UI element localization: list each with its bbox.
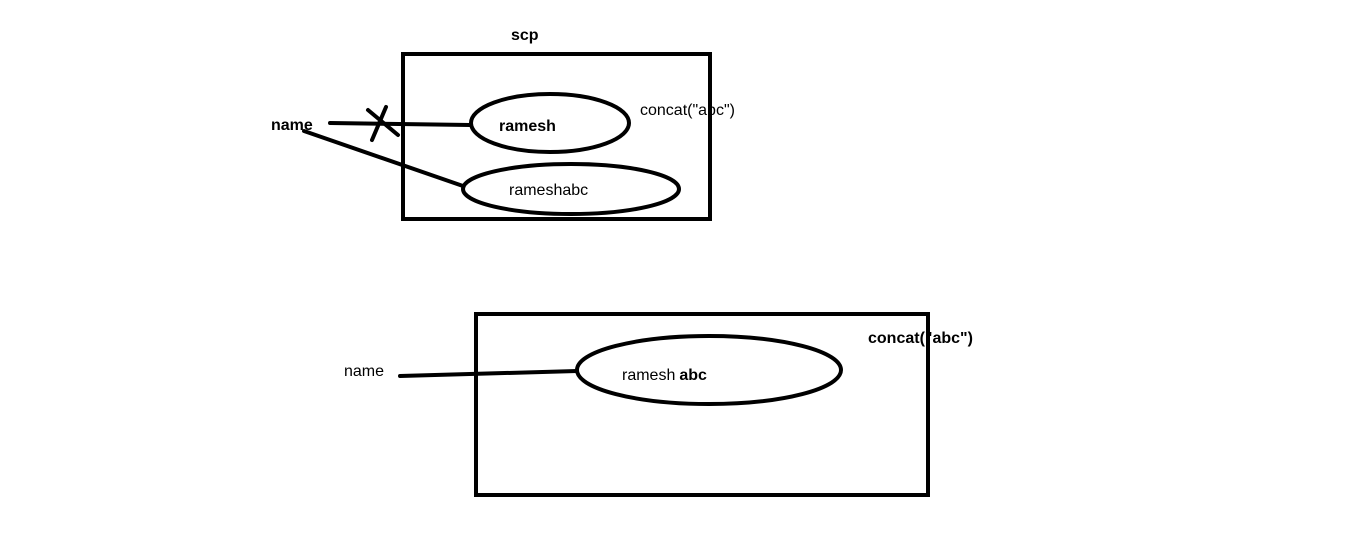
rameshabc-object-bottom: [575, 334, 843, 406]
scp-box: [401, 52, 712, 221]
old-reference-line: [328, 121, 472, 127]
heap-box: [474, 312, 930, 497]
top-variable-label: name: [271, 117, 313, 134]
broken-reference-cross-icon: [366, 105, 400, 142]
rameshabc-object: [461, 162, 681, 216]
rameshabc-object-label: rameshabc: [509, 182, 589, 199]
ramesh-object-label: ramesh: [499, 118, 556, 135]
scp-title: scp: [511, 27, 539, 44]
bottom-object-label-part2: abc: [679, 367, 707, 384]
bottom-operation-label: concat("abc"): [868, 330, 973, 347]
bottom-object-label-part1: ramesh: [622, 367, 676, 384]
ramesh-object: [469, 92, 631, 154]
bottom-variable-label: name: [344, 363, 385, 380]
top-operation-label: concat("abc"): [640, 102, 735, 119]
bottom-reference-line: [398, 369, 579, 378]
new-reference-line: [302, 129, 465, 188]
